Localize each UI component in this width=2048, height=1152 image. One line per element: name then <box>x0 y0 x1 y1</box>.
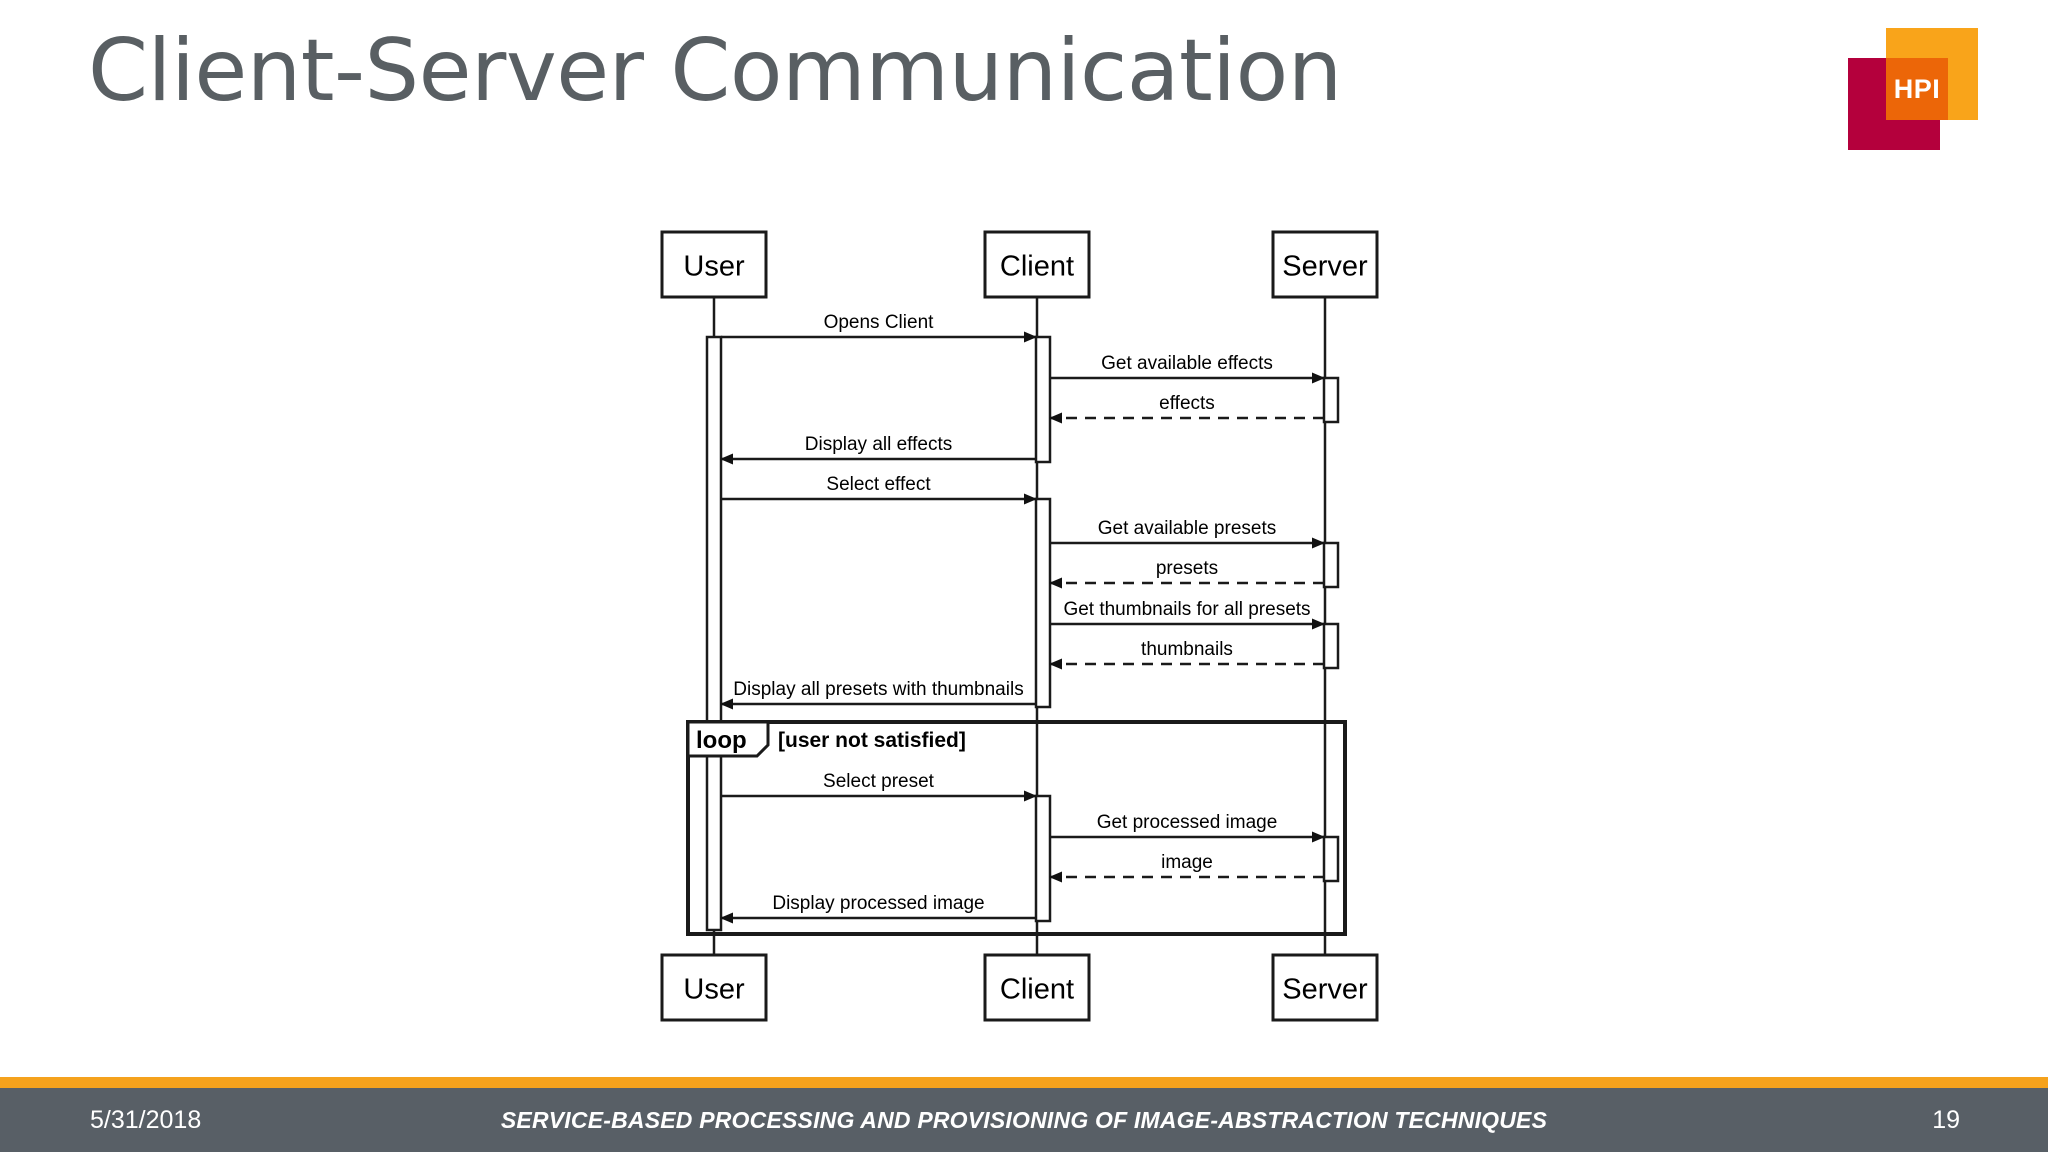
message-label-8: Get thumbnails for all presets <box>1063 599 1310 620</box>
actor-box-rect <box>983 230 1091 299</box>
message-4: Display all effects <box>720 434 1036 465</box>
message-label-9: thumbnails <box>1141 639 1233 660</box>
logo-text: HPI <box>1893 73 1941 104</box>
activation-bar-client-2 <box>1034 497 1052 709</box>
message-label-10: Display all presets with thumbnails <box>733 679 1023 700</box>
activation-bar-server-5 <box>1322 541 1340 589</box>
loop-guard-label: [user not satisfied] <box>778 729 966 752</box>
actor-box-user-top: User <box>660 230 768 299</box>
message-10: Display all presets with thumbnails <box>720 679 1036 710</box>
lifelines-group <box>712 297 1327 955</box>
logo-overlap-square <box>1886 58 1948 120</box>
footer-accent-rule <box>0 1077 2048 1088</box>
loop-fragment-frame <box>686 720 1347 936</box>
message-label-11: Select preset <box>823 771 935 792</box>
actor-box-rect <box>660 953 768 1022</box>
message-label-2: Get available effects <box>1101 353 1273 374</box>
message-14: Display processed image <box>720 893 1036 924</box>
actor-label-user: User <box>683 251 745 283</box>
actor-label-user: User <box>683 974 745 1006</box>
message-label-12: Get processed image <box>1097 812 1278 833</box>
message-6: Get available presets <box>1050 518 1325 549</box>
message-5: Select effect <box>721 474 1037 505</box>
actor-box-rect <box>1271 230 1379 299</box>
message-8: Get thumbnails for all presets <box>1050 599 1325 630</box>
message-label-5: Select effect <box>826 474 931 495</box>
actor-box-rect <box>1271 953 1379 1022</box>
activation-bar-client-3 <box>1034 794 1052 923</box>
actor-label-client: Client <box>1000 251 1074 283</box>
actor-label-server: Server <box>1282 251 1368 283</box>
actor-box-server-bottom: Server <box>1271 953 1379 1022</box>
activation-bar-user-0 <box>705 335 723 932</box>
message-3: effects <box>1049 393 1324 424</box>
actor-box-server-top: Server <box>1271 230 1379 299</box>
footer-page-number: 19 <box>1932 1106 1960 1134</box>
message-label-7: presets <box>1156 558 1218 579</box>
message-7: presets <box>1049 558 1324 589</box>
actor-box-rect <box>983 953 1091 1022</box>
activations-group <box>705 335 1340 932</box>
message-label-1: Opens Client <box>824 312 935 333</box>
actor-box-client-bottom: Client <box>983 953 1091 1022</box>
page-title: Client-Server Communication <box>88 21 1342 121</box>
message-1: Opens Client <box>721 312 1037 343</box>
activation-bar-server-4 <box>1322 376 1340 424</box>
hpi-logo: HPI <box>1848 28 1978 158</box>
message-2: Get available effects <box>1050 353 1325 384</box>
message-label-14: Display processed image <box>772 893 984 914</box>
loop-fragment: loop [user not satisfied] <box>686 720 1347 936</box>
message-label-3: effects <box>1159 393 1215 414</box>
message-11: Select preset <box>721 771 1037 802</box>
sequence-diagram-canvas: loop [user not satisfied] Opens ClientGet… <box>660 230 1379 1022</box>
message-12: Get processed image <box>1050 812 1325 843</box>
footer-bar <box>0 1088 2048 1152</box>
activation-bar-client-1 <box>1034 335 1052 464</box>
loop-operator-label: loop <box>696 727 747 754</box>
actor-box-client-top: Client <box>983 230 1091 299</box>
actor-box-user-bottom: User <box>660 953 768 1022</box>
loop-operator-tag <box>686 720 770 758</box>
footer-title: SERVICE-BASED PROCESSING AND PROVISIONIN… <box>500 1107 1548 1133</box>
message-label-4: Display all effects <box>805 434 953 455</box>
activation-bar-server-6 <box>1322 622 1340 670</box>
message-9: thumbnails <box>1049 639 1324 670</box>
footer-date: 5/31/2018 <box>90 1106 202 1134</box>
message-label-6: Get available presets <box>1098 518 1277 539</box>
activation-bar-server-7 <box>1322 835 1340 883</box>
actor-label-client: Client <box>1000 974 1074 1006</box>
actor-label-server: Server <box>1282 974 1368 1006</box>
message-label-13: image <box>1161 852 1213 873</box>
message-13: image <box>1049 852 1324 883</box>
actor-box-rect <box>660 230 768 299</box>
